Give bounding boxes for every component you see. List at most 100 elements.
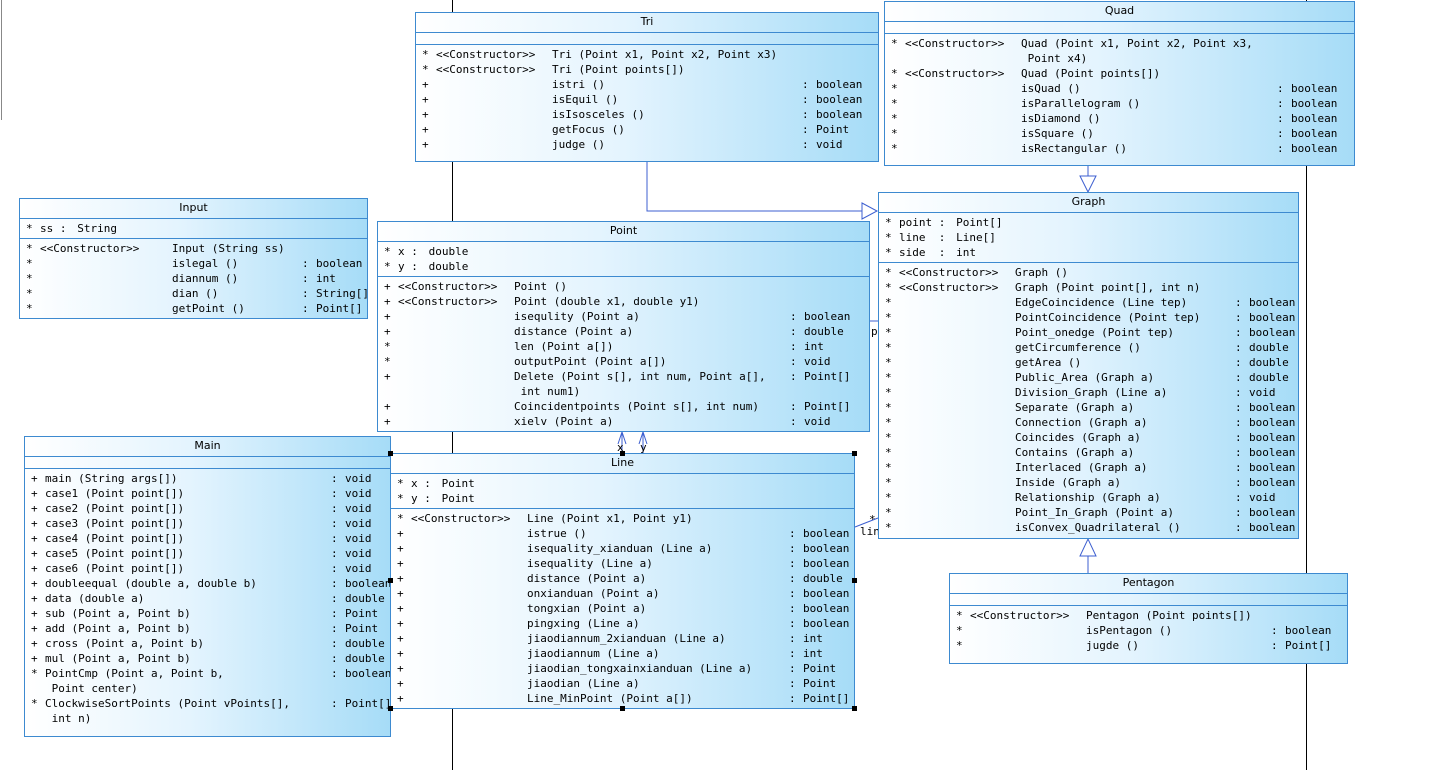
operation-row[interactable]: *diannum ():int [20, 271, 367, 286]
operation-row[interactable]: *<<Constructor>>Graph () [879, 265, 1298, 280]
class-main[interactable]: Main +main (String args[]):void+case1 (P… [24, 436, 391, 737]
attribute-row[interactable]: *side :int [879, 245, 1298, 260]
operation-row[interactable]: +jiaodian_tongxainxianduan (Line a):Poin… [391, 661, 854, 676]
operation-row[interactable]: +<<Constructor>>Point (double x1, double… [378, 294, 869, 309]
operation-row[interactable]: +mul (Point a, Point b):double [25, 651, 390, 666]
operation-row[interactable]: *isDiamond ():boolean [885, 111, 1354, 126]
operation-row[interactable]: +case1 (Point point[]):void [25, 486, 390, 501]
operation-row[interactable]: *Connection (Graph a):boolean [879, 415, 1298, 430]
operation-row[interactable]: *getArea ():double [879, 355, 1298, 370]
operation-row[interactable]: *<<Constructor>>Quad (Point x1, Point x2… [885, 36, 1354, 66]
operation-row[interactable]: +case5 (Point point[]):void [25, 546, 390, 561]
operation-row[interactable]: +data (double a):double [25, 591, 390, 606]
operation-row[interactable]: *jugde ():Point[] [950, 638, 1347, 653]
operation-row[interactable]: *isParallelogram ():boolean [885, 96, 1354, 111]
operation-row[interactable]: *isSquare ():boolean [885, 126, 1354, 141]
operation-row[interactable]: *getPoint ():Point[] [20, 301, 367, 316]
operation-row[interactable]: +Coincidentpoints (Point s[], int num):P… [378, 399, 869, 414]
attribute-row[interactable]: *ss :String [20, 221, 367, 236]
operation-row[interactable]: *getCircumference ():double [879, 340, 1298, 355]
operation-row[interactable]: *Separate (Graph a):boolean [879, 400, 1298, 415]
resize-handle-ne[interactable] [852, 451, 857, 456]
operation-row[interactable]: +jiaodiannum (Line a):int [391, 646, 854, 661]
operation-row[interactable]: +Delete (Point s[], int num, Point a[], … [378, 369, 869, 399]
operation-row[interactable]: +tongxian (Point a):boolean [391, 601, 854, 616]
operation-row[interactable]: *<<Constructor>>Input (String ss) [20, 241, 367, 256]
operation-row[interactable]: +istri ():boolean [416, 77, 878, 92]
operation-row[interactable]: +add (Point a, Point b):Point [25, 621, 390, 636]
operation-row[interactable]: *isConvex_Quadrilateral ():boolean [879, 520, 1298, 535]
operation-row[interactable]: *Inside (Graph a):boolean [879, 475, 1298, 490]
operation-row[interactable]: +onxianduan (Point a):boolean [391, 586, 854, 601]
operation-row[interactable]: *<<Constructor>>Line (Point x1, Point y1… [391, 511, 854, 526]
resize-handle-sw[interactable] [388, 706, 393, 711]
operation-row[interactable]: *<<Constructor>>Pentagon (Point points[]… [950, 608, 1347, 623]
operation-row[interactable]: +<<Constructor>>Point () [378, 279, 869, 294]
operation-row[interactable]: +isIsosceles ():boolean [416, 107, 878, 122]
operation-row[interactable]: +jiaodiannum_2xianduan (Line a):int [391, 631, 854, 646]
operation-row[interactable]: *Public_Area (Graph a):double [879, 370, 1298, 385]
operation-row[interactable]: +doubleequal (double a, double b):boolea… [25, 576, 391, 591]
operation-row[interactable]: *isRectangular ():boolean [885, 141, 1354, 156]
operation-row[interactable]: *<<Constructor>>Tri (Point x1, Point x2,… [416, 47, 878, 62]
operation-row[interactable]: *<<Constructor>>Tri (Point points[]) [416, 62, 878, 77]
operation-row[interactable]: +case3 (Point point[]):void [25, 516, 390, 531]
class-graph[interactable]: Graph *point :Point[]*line :Line[]*side … [878, 192, 1299, 539]
class-line[interactable]: Line *x :Point*y :Point *<<Constructor>>… [390, 453, 855, 709]
operation-row[interactable]: *Point_In_Graph (Point a):boolean [879, 505, 1298, 520]
operation-row[interactable]: *<<Constructor>>Quad (Point points[]) [885, 66, 1354, 81]
operation-row[interactable]: *PointCmp (Point a, Point b, Point cente… [25, 666, 391, 696]
operation-row[interactable]: *PointCoincidence (Point tep):boolean [879, 310, 1298, 325]
operation-row[interactable]: +istrue ():boolean [391, 526, 854, 541]
operation-row[interactable]: *Contains (Graph a):boolean [879, 445, 1298, 460]
operation-row[interactable]: *Division_Graph (Line a):void [879, 385, 1298, 400]
operation-row[interactable]: +xielv (Point a):void [378, 414, 869, 429]
operation-row[interactable]: +case2 (Point point[]):void [25, 501, 390, 516]
operation-row[interactable]: *isPentagon ():boolean [950, 623, 1347, 638]
operation-row[interactable]: *<<Constructor>>Graph (Point point[], in… [879, 280, 1298, 295]
operation-row[interactable]: *Coincides (Graph a):boolean [879, 430, 1298, 445]
operation-row[interactable]: *ClockwiseSortPoints (Point vPoints[], i… [25, 696, 391, 726]
attribute-row[interactable]: *y :Point [391, 491, 854, 506]
operation-row[interactable]: *Interlaced (Graph a):boolean [879, 460, 1298, 475]
resize-handle-se[interactable] [852, 706, 857, 711]
operation-row[interactable]: *Relationship (Graph a):void [879, 490, 1298, 505]
operation-row[interactable]: +distance (Point a):double [378, 324, 869, 339]
operation-row[interactable]: +pingxing (Line a):boolean [391, 616, 854, 631]
operation-row[interactable]: *Point_onedge (Point tep):boolean [879, 325, 1298, 340]
operation-row[interactable]: +jiaodian (Line a):Point [391, 676, 854, 691]
class-quad[interactable]: Quad *<<Constructor>>Quad (Point x1, Poi… [884, 1, 1355, 166]
operation-row[interactable]: +case6 (Point point[]):void [25, 561, 390, 576]
class-input[interactable]: Input *ss :String *<<Constructor>>Input … [19, 198, 369, 319]
operation-row[interactable]: *len (Point a[]):int [378, 339, 869, 354]
attribute-row[interactable]: *x :double [378, 244, 869, 259]
operation-row[interactable]: *isQuad ():boolean [885, 81, 1354, 96]
operation-row[interactable]: *dian ():String[] [20, 286, 369, 301]
operation-row[interactable]: +isequlity (Point a):boolean [378, 309, 869, 324]
resize-handle-w[interactable] [388, 578, 393, 583]
attribute-row[interactable]: *point :Point[] [879, 215, 1298, 230]
operation-row[interactable]: +cross (Point a, Point b):double [25, 636, 390, 651]
operation-row[interactable]: +case4 (Point point[]):void [25, 531, 390, 546]
operation-row[interactable]: *EdgeCoincidence (Line tep):boolean [879, 295, 1298, 310]
attribute-row[interactable]: *line :Line[] [879, 230, 1298, 245]
operation-row[interactable]: +judge ():void [416, 137, 878, 152]
class-pentagon[interactable]: Pentagon *<<Constructor>>Pentagon (Point… [949, 573, 1348, 664]
operation-row[interactable]: +Line_MinPoint (Point a[]):Point[] [391, 691, 854, 706]
operation-row[interactable]: +isEquil ():boolean [416, 92, 878, 107]
resize-handle-e[interactable] [852, 578, 857, 583]
class-point[interactable]: Point *x :double*y :double +<<Constructo… [377, 221, 870, 432]
resize-handle-s[interactable] [620, 706, 625, 711]
operation-row[interactable]: *islegal ():boolean [20, 256, 367, 271]
operation-row[interactable]: *outputPoint (Point a[]):void [378, 354, 869, 369]
operation-row[interactable]: +distance (Point a):double [391, 571, 854, 586]
operation-row[interactable]: +main (String args[]):void [25, 471, 390, 486]
resize-handle-n[interactable] [620, 451, 625, 456]
operation-row[interactable]: +sub (Point a, Point b):Point [25, 606, 390, 621]
attribute-row[interactable]: *x :Point [391, 476, 854, 491]
attribute-row[interactable]: *y :double [378, 259, 869, 274]
operation-row[interactable]: +getFocus ():Point [416, 122, 878, 137]
resize-handle-nw[interactable] [388, 451, 393, 456]
class-tri[interactable]: Tri *<<Constructor>>Tri (Point x1, Point… [415, 12, 879, 162]
operation-row[interactable]: +isequality_xianduan (Line a):boolean [391, 541, 854, 556]
